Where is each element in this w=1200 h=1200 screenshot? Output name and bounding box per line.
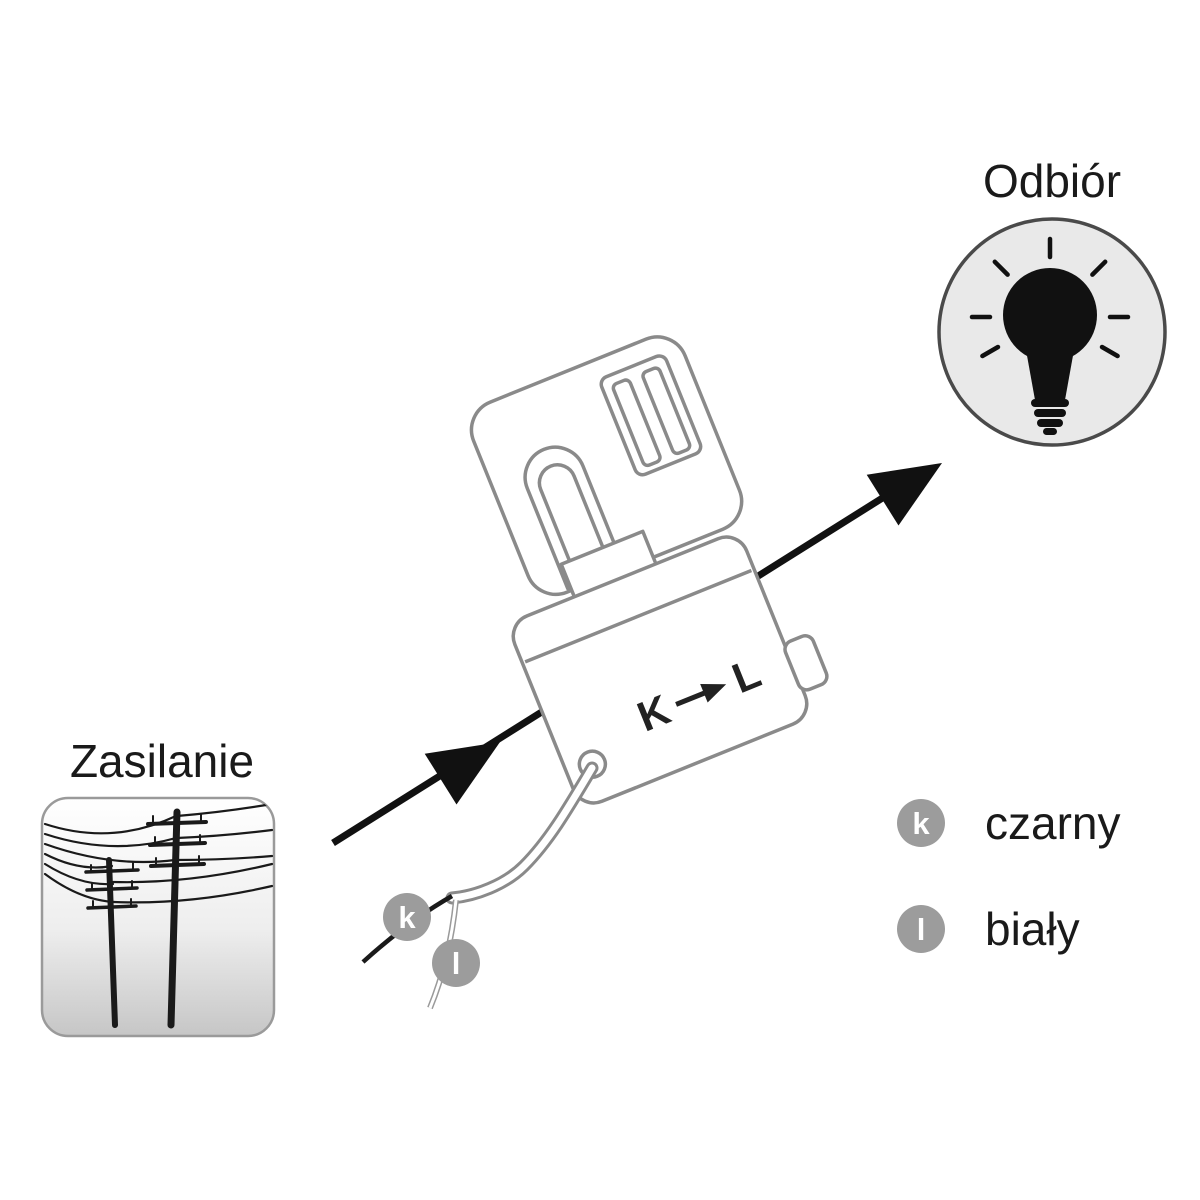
clamp-marking-arrow-head — [700, 683, 727, 703]
clamp-latch-prong — [611, 378, 662, 468]
power-lines-icon — [43, 802, 274, 1029]
load-section: Odbiór — [937, 155, 1167, 447]
supply-label: Zasilanie — [70, 735, 254, 787]
wire-marker-k-circle — [383, 893, 431, 941]
clamp-marking-arrow-shaft — [675, 690, 707, 707]
light-bulb-icon — [937, 217, 1167, 447]
wire-marker-l-circle — [432, 939, 480, 987]
clamp-body-seam — [524, 568, 753, 664]
wire-marker-k: k — [383, 893, 431, 941]
legend-l-circle — [897, 905, 945, 953]
wire-sleeve — [448, 764, 596, 902]
clamp-latch-prong — [641, 366, 692, 456]
clamp-body — [511, 535, 809, 805]
legend-l-letter: l — [917, 912, 926, 947]
arrowhead-mid — [424, 742, 500, 805]
legend-k-circle — [897, 799, 945, 847]
wire-marker-l: l — [432, 939, 480, 987]
wire-marker-k-letter: k — [398, 900, 416, 935]
bulb-rays — [969, 236, 1131, 359]
arrowhead-end — [866, 463, 942, 526]
wire-marker-l-letter: l — [452, 946, 461, 981]
supply-section: Zasilanie — [40, 735, 276, 1038]
legend: k czarny l biały — [897, 797, 1120, 955]
legend-k-letter: k — [912, 806, 930, 841]
legend-l-label: biały — [985, 903, 1080, 955]
wire-markers: k l — [383, 893, 480, 987]
ct-clamp-illustration: K L — [469, 335, 829, 805]
clamp-connector-tab — [783, 634, 829, 692]
legend-row-k: k czarny — [897, 797, 1120, 849]
load-label: Odbiór — [983, 155, 1121, 207]
legend-k-label: czarny — [985, 797, 1120, 849]
legend-row-l: l biały — [897, 903, 1080, 955]
